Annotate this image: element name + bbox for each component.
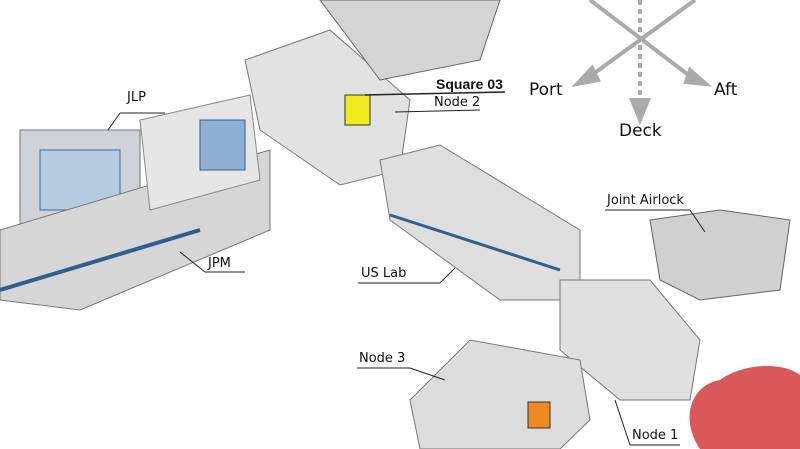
label-joint-airlock: Joint Airlock — [607, 193, 684, 208]
compass-aft: Aft — [714, 80, 738, 100]
red-blob — [689, 365, 800, 449]
label-jpm: JPM — [208, 256, 231, 271]
label-us-lab: US Lab — [361, 266, 407, 281]
jem-modules — [0, 94, 271, 311]
label-node-1: Node 1 — [632, 428, 679, 443]
us-lab-module — [379, 144, 581, 301]
node1-airlock-modules — [559, 209, 791, 401]
label-jlp: JLP — [127, 90, 146, 105]
node3-module — [409, 339, 591, 449]
node2-module — [244, 0, 501, 186]
compass-deck: Deck — [619, 121, 662, 141]
label-node-3: Node 3 — [359, 351, 406, 366]
compass-port: Port — [529, 80, 563, 100]
label-node-2: Node 2 — [434, 95, 481, 110]
leader-lines — [107, 91, 706, 446]
square-03-highlight — [344, 94, 371, 126]
label-square-03: Square 03 — [436, 76, 503, 92]
compass-arrows — [571, 0, 713, 126]
